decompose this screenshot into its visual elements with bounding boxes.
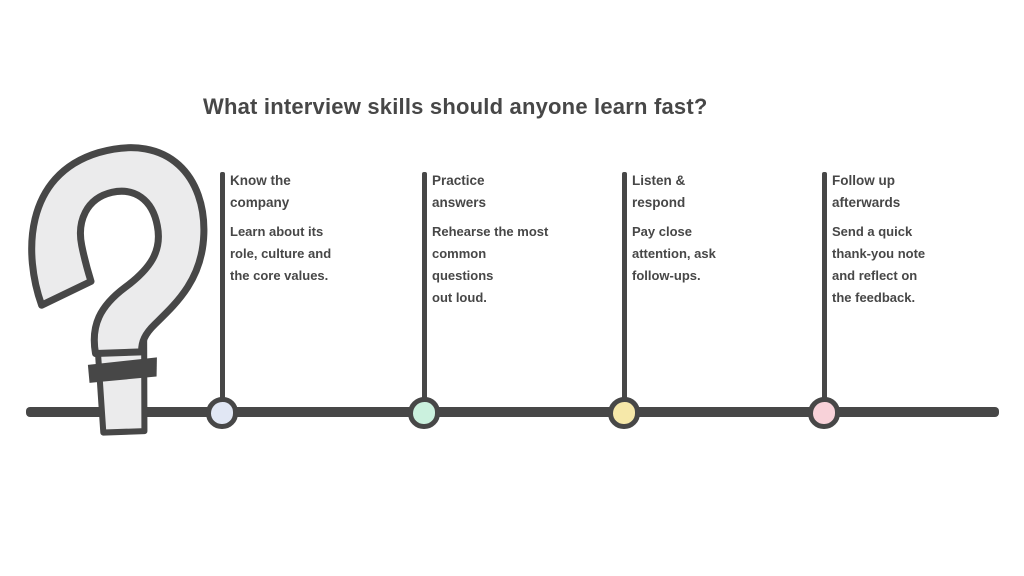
step-1-heading: Know the company	[230, 173, 291, 210]
step-3-connector-line	[621, 172, 627, 408]
step-4-milestone-dot	[808, 397, 840, 429]
step-2-milestone-dot	[408, 397, 440, 429]
question-mark-icon	[28, 144, 208, 436]
step-4-connector-line	[821, 172, 827, 408]
step-1-body: Learn about its role, culture and the co…	[230, 224, 332, 283]
step-3-body: Pay close attention, ask follow-ups.	[632, 224, 716, 283]
step-1-milestone-dot	[206, 397, 238, 429]
step-2-body: Rehearse the most common questions out l…	[432, 224, 549, 305]
step-3-heading: Listen & respond	[632, 173, 686, 210]
step-4-body: Send a quick thank-you note and reflect …	[832, 224, 926, 305]
timeline-bar	[26, 407, 999, 417]
step-2-connector-line	[421, 172, 427, 408]
step-4-heading: Follow up afterwards	[832, 173, 901, 210]
question-mark-hook	[28, 144, 208, 358]
step-1-connector-line	[219, 172, 225, 408]
step-2-heading: Practice answers	[432, 173, 487, 210]
step-3-milestone-dot	[608, 397, 640, 429]
question-mark-band	[87, 357, 157, 383]
page-title: What interview skills should anyone lear…	[203, 94, 708, 119]
